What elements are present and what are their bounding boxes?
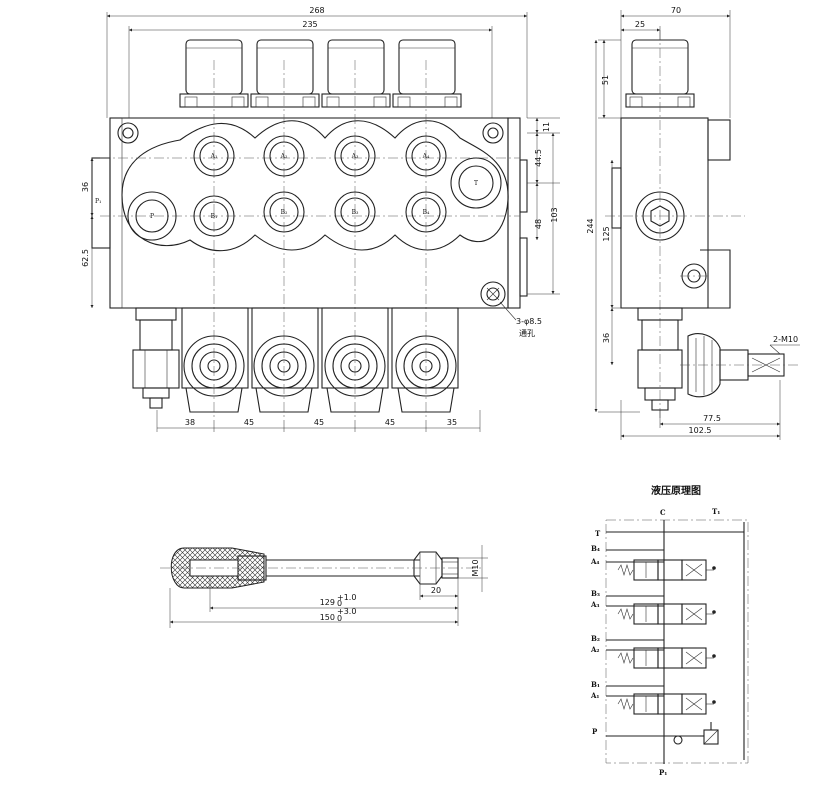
- solenoid-1: [179, 39, 249, 108]
- spool-cap-3: [321, 307, 389, 413]
- handle-dim-150: 150: [320, 613, 335, 622]
- port-b1: B₁: [193, 195, 235, 237]
- port-b4: B₄: [405, 191, 447, 233]
- svg-text:T: T: [474, 180, 478, 187]
- handle-dim-150-tol2: 0: [337, 614, 342, 623]
- dim-44-5: 44.5: [534, 149, 543, 167]
- schem-b3: B₃: [591, 589, 600, 598]
- side-body: [620, 117, 709, 309]
- side-dim-102-5: 102.5: [689, 426, 712, 435]
- svg-text:A₄: A₄: [422, 153, 430, 160]
- check-valve-icon: [673, 735, 683, 745]
- svg-text:A₃: A₃: [351, 153, 359, 160]
- handle-view: M10 20 129 +1.0 0 150 +3.0 0: [160, 545, 488, 628]
- dim-45-b: 45: [314, 418, 324, 427]
- dim-38: 38: [185, 418, 195, 427]
- schematic-title: 液压原理图: [651, 484, 701, 497]
- svg-text:B₄: B₄: [423, 209, 430, 216]
- side-dim-77-5: 77.5: [703, 414, 721, 423]
- schem-p: P: [592, 727, 598, 736]
- schem-b4: B₄: [591, 544, 600, 553]
- spool-cap-4: [391, 307, 459, 413]
- handle-thread: M10: [471, 559, 480, 576]
- dim-45-a: 45: [244, 418, 254, 427]
- dim-35: 35: [447, 418, 457, 427]
- handle-dim-129-tol: +1.0: [337, 593, 356, 602]
- side-dim-51: 51: [601, 75, 610, 85]
- side-view: 70 25 2-M10: [586, 6, 800, 440]
- schem-a2: A₂: [590, 645, 600, 654]
- port-p1-label: P₁: [95, 198, 101, 205]
- handle-dim-20: 20: [431, 586, 441, 595]
- schem-section-3: [606, 595, 716, 625]
- dim-268: 268: [309, 6, 324, 15]
- side-dim-36: 36: [602, 333, 611, 343]
- relief-valve: [132, 307, 180, 409]
- side-dim-125: 125: [602, 226, 611, 241]
- front-view: 268 235: [81, 6, 560, 432]
- side-dim-25: 25: [635, 20, 645, 29]
- dim-103: 103: [550, 207, 559, 222]
- hydraulic-schematic: 液压原理图 T C T₁ P P₁ B₄ A₄: [590, 484, 749, 777]
- svg-text:A₂: A₂: [280, 153, 288, 160]
- side-dim-70: 70: [671, 6, 681, 15]
- schem-t: T: [595, 529, 601, 538]
- schem-t1: T₁: [712, 507, 720, 516]
- valve-body: [109, 117, 509, 309]
- hole-note-2: 通孔: [519, 328, 535, 338]
- port-b3: B₃: [334, 191, 376, 233]
- schem-a3: A₃: [590, 600, 600, 609]
- schem-b1: B₁: [591, 680, 600, 689]
- solenoid-3: [321, 39, 391, 108]
- svg-text:B₃: B₃: [352, 209, 359, 216]
- dim-48: 48: [534, 219, 543, 229]
- dim-36: 36: [81, 182, 90, 192]
- port-p: P: [127, 191, 177, 241]
- svg-text:B₂: B₂: [281, 209, 288, 216]
- solenoid-2: [250, 39, 320, 108]
- port-t: T: [450, 157, 502, 209]
- handle-dim-150-tol: +3.0: [337, 607, 356, 616]
- handle-dim-129: 129: [320, 598, 335, 607]
- schem-c: C: [660, 508, 666, 517]
- port-a1: A₁: [193, 135, 235, 177]
- schem-section-2: [606, 639, 716, 669]
- svg-text:B₁: B₁: [211, 213, 218, 220]
- dim-235: 235: [302, 20, 317, 29]
- port-a4: A₄: [405, 135, 447, 177]
- dim-62-5: 62.5: [81, 249, 90, 267]
- dim-11: 11: [542, 122, 551, 132]
- side-dim-244: 244: [586, 218, 595, 233]
- schem-a4: A₄: [590, 557, 600, 566]
- schem-a1: A₁: [590, 691, 600, 700]
- schem-section-4: [606, 549, 716, 581]
- svg-text:P: P: [150, 213, 154, 220]
- hole-note: 3-φ8.5: [516, 317, 542, 326]
- port-b2: B₂: [263, 191, 305, 233]
- svg-text:A₁: A₁: [210, 153, 218, 160]
- dim-45-c: 45: [385, 418, 395, 427]
- spool-cap-2: [251, 307, 319, 413]
- port-a2: A₂: [263, 135, 305, 177]
- port-a3: A₃: [334, 135, 376, 177]
- handle-dim-129-tol2: 0: [337, 599, 342, 608]
- schem-b2: B₂: [591, 634, 600, 643]
- spool-cap-1: [181, 307, 249, 413]
- schem-p1: P₁: [659, 768, 667, 777]
- solenoid-4: [392, 39, 462, 108]
- schem-section-1: [606, 685, 716, 715]
- side-thread: 2-M10: [773, 335, 798, 344]
